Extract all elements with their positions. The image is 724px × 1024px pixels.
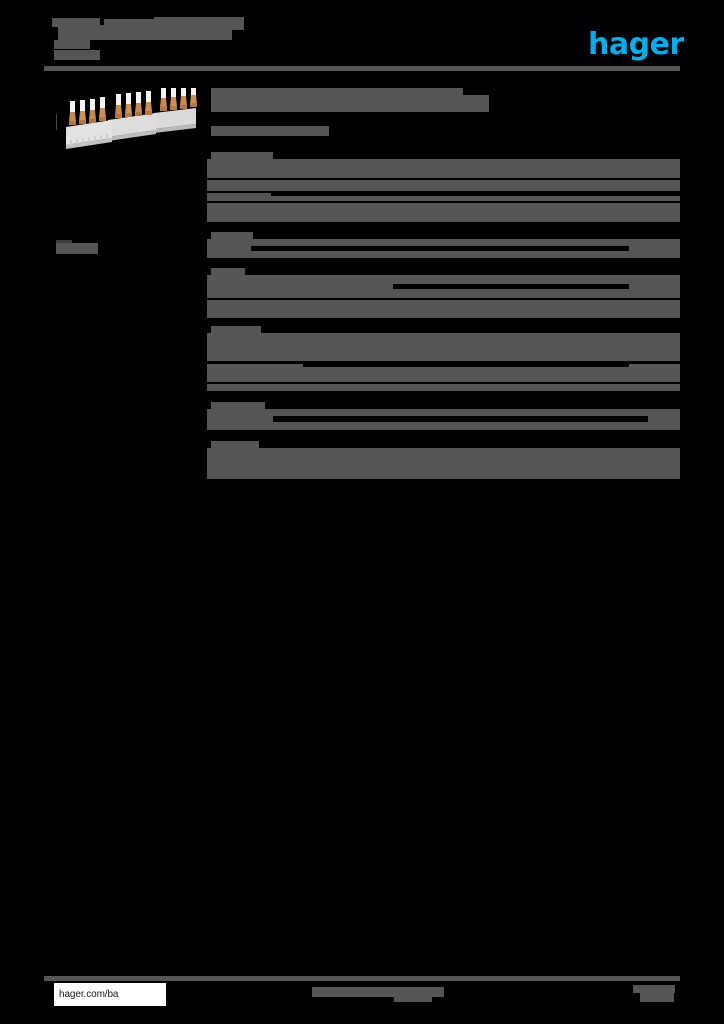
footer-url-box[interactable]: hager.com/ba — [54, 983, 166, 1006]
hager-logo-text: hager — [588, 27, 684, 62]
footer-divider — [44, 976, 680, 981]
spec-group — [207, 402, 680, 430]
header-divider — [44, 66, 680, 71]
spec-group-label — [211, 441, 259, 448]
footer-url-text: hager.com/ba — [59, 989, 119, 1000]
spec-group-label — [211, 402, 265, 409]
spec-row — [207, 448, 680, 479]
page-header: hager — [44, 14, 684, 70]
page-title — [211, 95, 489, 112]
spec-group-label — [211, 326, 261, 333]
product-image — [56, 88, 200, 150]
spec-group — [207, 152, 680, 222]
spec-group — [207, 326, 680, 391]
page-subtitle — [211, 126, 329, 136]
header-title-line-2 — [104, 19, 162, 30]
header-title-line-3 — [154, 17, 244, 30]
sidebar-label-accent — [56, 240, 72, 244]
spec-row — [207, 300, 680, 318]
hager-logo: hager — [588, 27, 684, 62]
sidebar-section-label — [56, 243, 98, 254]
spec-row-gap — [393, 284, 629, 289]
header-subtitle-line-1 — [54, 40, 90, 49]
header-doc-id — [52, 18, 100, 27]
page-eyebrow — [211, 88, 463, 95]
spec-row-gap — [271, 193, 680, 196]
spec-row-gap — [273, 416, 648, 422]
spec-row — [207, 384, 680, 391]
main-content — [207, 88, 680, 486]
spec-row — [207, 333, 680, 361]
busbar-icon — [56, 88, 197, 149]
spec-row-gap — [303, 362, 629, 367]
spec-row — [207, 364, 680, 382]
spec-group — [207, 232, 680, 258]
spec-row — [207, 193, 680, 201]
page-footer: hager.com/ba — [44, 976, 680, 1010]
page-title-block — [207, 88, 680, 118]
spec-row-gap — [251, 246, 629, 251]
footer-center-text-2 — [394, 995, 432, 1002]
spec-group-label — [211, 152, 273, 159]
specification-table — [207, 152, 680, 479]
footer-page-number — [640, 993, 674, 1002]
spec-group-label — [211, 268, 245, 275]
spec-group-label — [211, 232, 253, 239]
footer-page-label — [633, 985, 675, 993]
spec-row — [207, 180, 680, 191]
spec-row — [207, 159, 680, 178]
header-subtitle-line-2 — [54, 50, 100, 60]
page-subtitle-block — [207, 122, 680, 144]
spec-group — [207, 268, 680, 318]
spec-row — [207, 203, 680, 222]
footer-center-text — [312, 987, 444, 997]
spec-group — [207, 441, 680, 479]
